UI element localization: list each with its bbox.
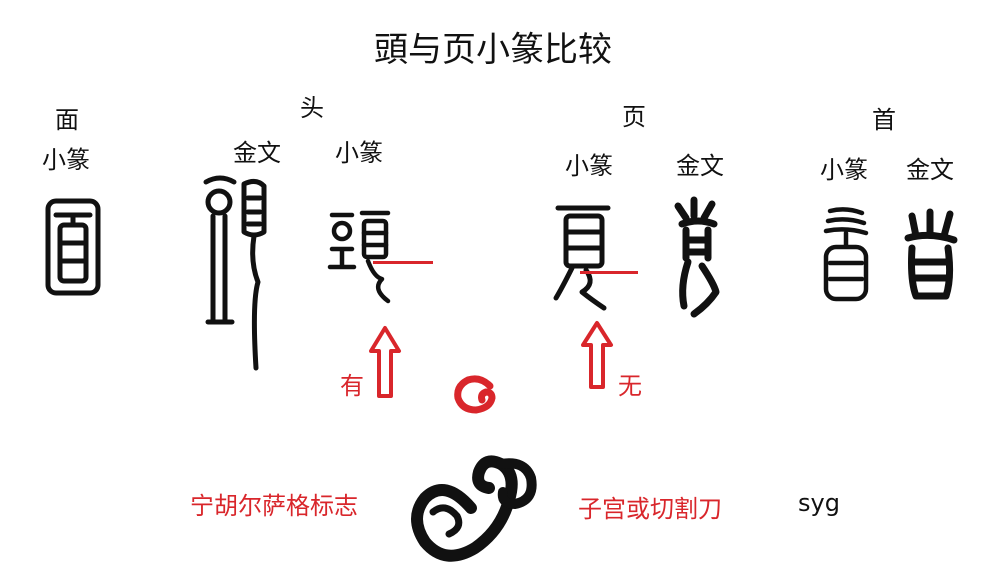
red-up-arrow-you — [369, 326, 401, 398]
label-tou-xiaozhuan: 小篆 — [335, 139, 383, 167]
heading-tou: 头 — [300, 94, 324, 122]
arrow-label-wu: 无 — [618, 372, 642, 400]
caption-ninhursag: 宁胡尔萨格标志 — [190, 492, 358, 520]
glyph-tou-jinwen — [203, 175, 267, 371]
glyph-shou-jinwen — [904, 208, 958, 300]
glyph-tou-xiaozhuan — [327, 210, 391, 304]
ninhursag-symbol-icon — [411, 455, 537, 562]
glyph-ye-jinwen — [674, 196, 720, 318]
red-marker-ye — [580, 271, 638, 274]
heading-shou: 首 — [872, 106, 896, 134]
label-shou-xiaozhuan: 小篆 — [820, 156, 868, 184]
signature-text: syg — [798, 489, 840, 517]
label-ye-jinwen: 金文 — [676, 152, 724, 180]
label-mian-xiaozhuan: 小篆 — [42, 146, 90, 174]
label-ye-xiaozhuan: 小篆 — [565, 152, 613, 180]
heading-ye: 页 — [622, 103, 646, 131]
glyph-ye-xiaozhuan — [553, 205, 611, 311]
red-marker-tou — [373, 261, 433, 264]
heading-mian: 面 — [55, 106, 79, 134]
arrow-label-you: 有 — [340, 372, 364, 400]
page-title: 頭与页小篆比较 — [374, 30, 612, 70]
red-up-arrow-wu — [581, 321, 613, 389]
glyph-shou-xiaozhuan — [823, 207, 869, 302]
label-shou-jinwen: 金文 — [906, 156, 954, 184]
glyph-mian-seal — [45, 198, 101, 296]
label-tou-jinwen: 金文 — [233, 139, 281, 167]
red-curl-icon — [454, 375, 496, 414]
caption-womb-knife: 子宫或切割刀 — [578, 495, 722, 523]
